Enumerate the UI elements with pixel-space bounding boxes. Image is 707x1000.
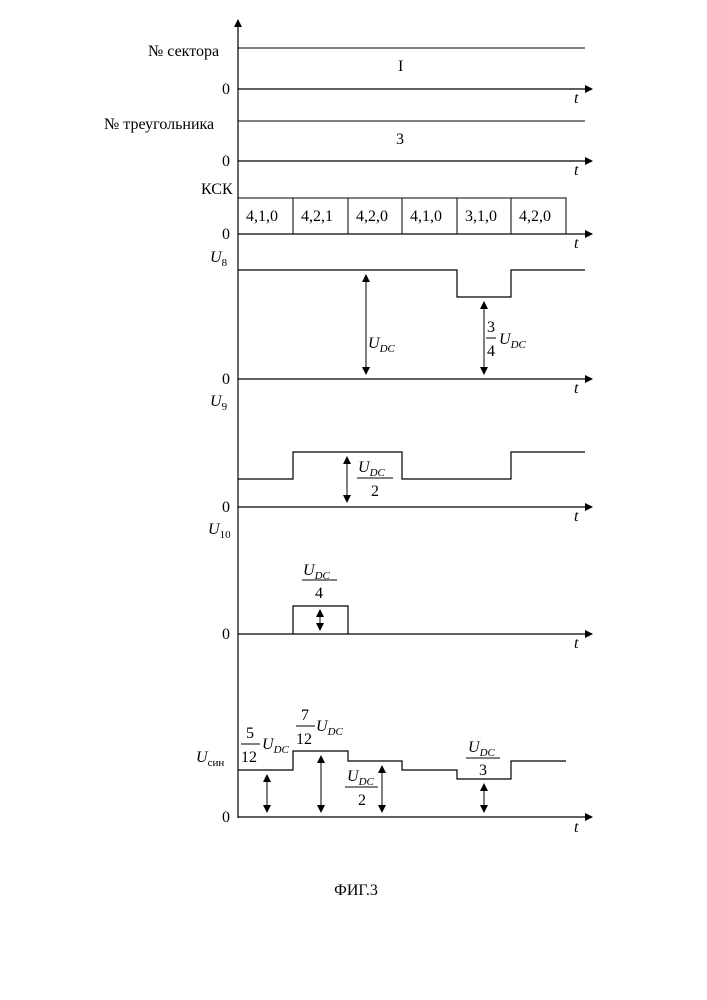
sector-zero: 0 <box>222 81 230 98</box>
u10-zero: 0 <box>222 626 230 643</box>
ksk-state-4: 4,1,0 <box>410 208 442 225</box>
usin-a-udc: UDC <box>262 736 290 756</box>
ksk-state-3: 4,2,0 <box>356 208 388 225</box>
ksk-state-1: 4,1,0 <box>246 208 278 225</box>
ksk-t: t <box>574 235 579 252</box>
usin-d-udc: UDC <box>468 739 496 759</box>
u8-frac-udc: UDC <box>499 331 527 351</box>
u8-waveform <box>238 270 585 297</box>
u9-udc: UDC <box>358 459 386 479</box>
row-triangle: № треугольника 3 0 t <box>104 116 592 179</box>
sector-value: I <box>398 58 403 75</box>
row-sector: № сектора I 0 t <box>148 43 592 107</box>
figure-caption: ФИГ.3 <box>334 882 378 899</box>
u8-frac-num: 3 <box>487 319 495 336</box>
u8-label: U8 <box>210 249 228 269</box>
u9-label: U9 <box>210 393 228 413</box>
u10-t: t <box>574 635 579 652</box>
row-ksk: КСК 4,1,0 4,2,1 4,2,0 4,1,0 3,1,0 4,2,0 … <box>201 181 592 252</box>
usin-label: Uсин <box>196 749 224 769</box>
u8-frac-den: 4 <box>487 343 495 360</box>
usin-t: t <box>574 819 579 836</box>
row-usin: Uсин 5 12 UDC 7 12 UDC UDC 2 UDC 3 0 t <box>196 707 592 836</box>
u10-den: 4 <box>315 585 323 602</box>
triangle-zero: 0 <box>222 153 230 170</box>
row-u8: U8 UDC 3 4 UDC 0 t <box>210 249 592 397</box>
usin-b-udc: UDC <box>316 718 344 738</box>
triangle-value: 3 <box>396 131 404 148</box>
u10-udc: UDC <box>303 562 331 582</box>
ksk-zero: 0 <box>222 226 230 243</box>
sector-label: № сектора <box>148 43 219 60</box>
u8-udc: UDC <box>368 335 396 355</box>
ksk-state-6: 4,2,0 <box>519 208 551 225</box>
row-u9: U9 UDC 2 0 t <box>210 393 592 525</box>
u9-waveform <box>238 452 585 479</box>
usin-c-udc: UDC <box>347 768 375 788</box>
u9-zero: 0 <box>222 499 230 516</box>
u9-den: 2 <box>371 483 379 500</box>
triangle-t: t <box>574 162 579 179</box>
usin-a-num: 5 <box>246 725 254 742</box>
u8-zero: 0 <box>222 371 230 388</box>
u10-label: U10 <box>208 521 231 541</box>
u8-t: t <box>574 380 579 397</box>
usin-d-den: 3 <box>479 762 487 779</box>
usin-b-den: 12 <box>296 731 312 748</box>
sector-t: t <box>574 90 579 107</box>
u9-t: t <box>574 508 579 525</box>
usin-c-den: 2 <box>358 792 366 809</box>
triangle-label: № треугольника <box>104 116 214 133</box>
usin-b-num: 7 <box>301 707 309 724</box>
ksk-state-5: 3,1,0 <box>465 208 497 225</box>
usin-a-den: 12 <box>241 749 257 766</box>
ksk-label: КСК <box>201 181 233 198</box>
usin-zero: 0 <box>222 809 230 826</box>
row-u10: U10 UDC 4 0 t <box>208 521 592 652</box>
ksk-state-2: 4,2,1 <box>301 208 333 225</box>
